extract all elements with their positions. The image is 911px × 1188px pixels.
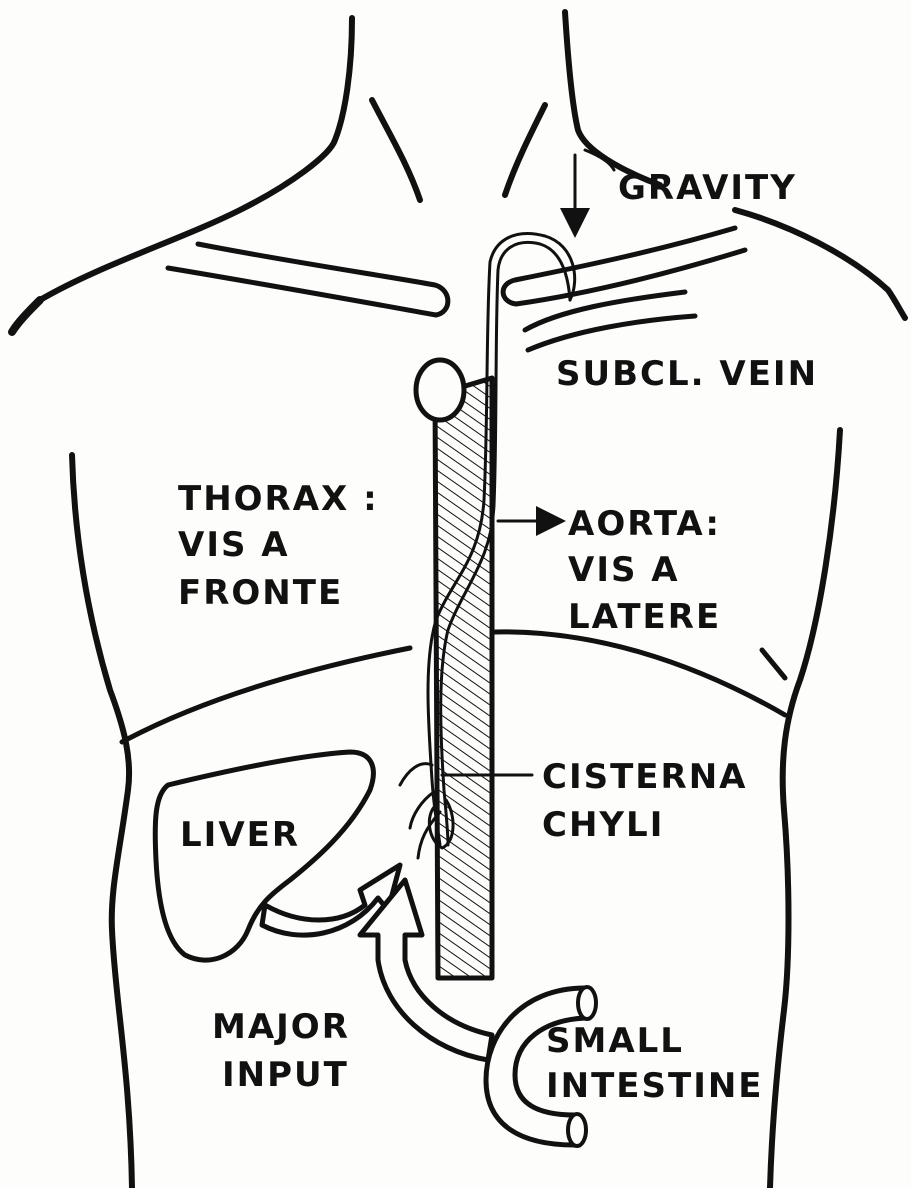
clavicles (168, 228, 745, 350)
lymph-branch-1 (400, 764, 432, 785)
aorta-top-opening (416, 360, 464, 420)
diaphragm-left (122, 648, 410, 742)
shoulder-right (735, 210, 905, 318)
diaphragm-right (495, 632, 785, 715)
aorta-body (435, 378, 492, 978)
aorta-label-line-3: LATERE (568, 597, 721, 637)
clavicle-left (168, 244, 448, 315)
gravity-label: GRAVITY (618, 168, 797, 208)
intestine-end-bottom (568, 1114, 586, 1146)
torso-left (72, 455, 132, 1188)
shoulder-left-tip (12, 300, 40, 332)
thorax-label-line-2: VIS A (178, 525, 290, 565)
intestine-end-top (578, 987, 596, 1019)
thorax-label-line-3: FRONTE (178, 573, 343, 613)
trapezius-left (372, 100, 420, 200)
neck-left (40, 18, 352, 300)
aorta-label-line-1: AORTA: (568, 504, 721, 544)
neck-right (565, 12, 660, 185)
clavicle-right (503, 228, 745, 304)
small-intestine-label-line-2: INTESTINE (546, 1066, 764, 1106)
cisterna-label-line-1: CISTERNA (542, 757, 747, 797)
first-rib-arc-2 (528, 316, 695, 350)
major-input-label-line-1: MAJOR (212, 1007, 350, 1047)
small-intestine-label-line-1: SMALL (546, 1021, 684, 1061)
liver-label: LIVER (180, 815, 300, 855)
subclavian-vein-label: SUBCL. VEIN (556, 354, 818, 394)
trapezius-right (505, 105, 545, 195)
cisterna-label-line-2: CHYLI (542, 805, 664, 845)
torso-right (770, 430, 840, 1188)
rib-tick (762, 650, 785, 678)
major-input-label-line-2: INPUT (222, 1055, 349, 1095)
aorta-label-line-2: VIS A (568, 550, 680, 590)
thorax-label-line-1: THORAX : (178, 479, 379, 519)
